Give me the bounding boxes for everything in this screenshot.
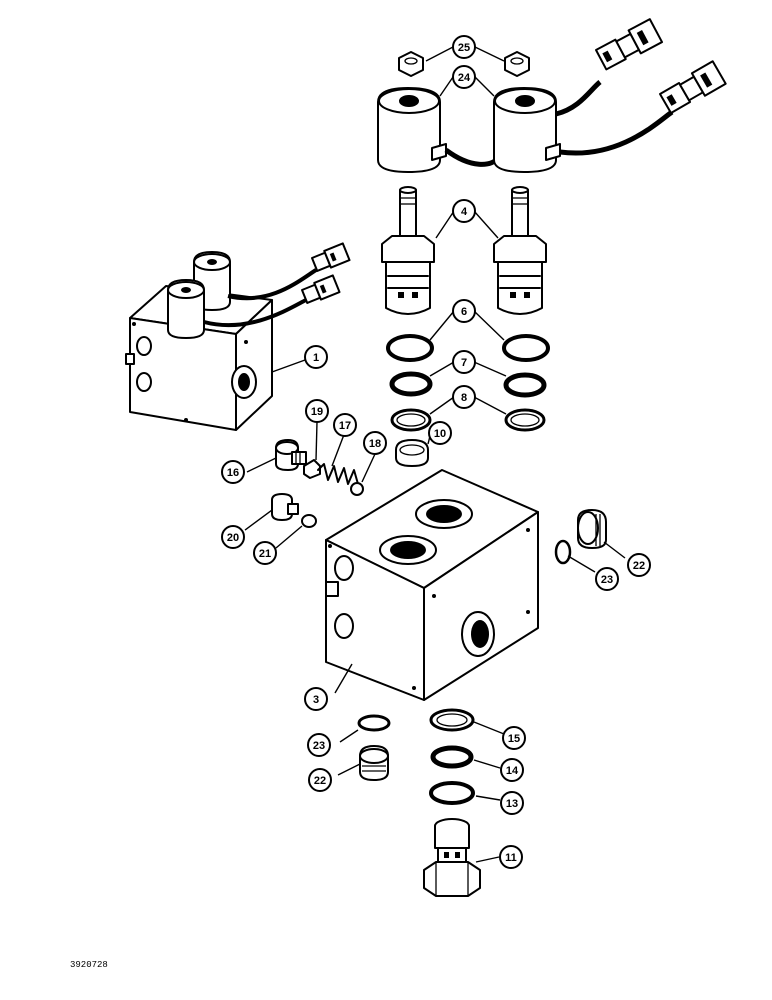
callout-16: 16: [221, 460, 245, 484]
svg-text:22: 22: [633, 560, 645, 572]
svg-text:21: 21: [259, 548, 271, 560]
svg-text:14: 14: [506, 765, 519, 777]
callout-4: 4: [452, 199, 476, 223]
callout-6: 6: [452, 299, 476, 323]
callout-19: 19: [305, 399, 329, 423]
svg-text:11: 11: [505, 852, 517, 864]
callout-8: 8: [452, 385, 476, 409]
part-1-valve-assembly: [125, 242, 351, 431]
callout-21: 21: [253, 541, 277, 565]
part-14-o-ring: [430, 745, 474, 769]
callout-23-right: 23: [595, 567, 619, 591]
part-10-ring: [395, 439, 429, 467]
part-11-cartridge: [423, 818, 481, 897]
part-8-backup-rings: [390, 408, 546, 432]
svg-text:17: 17: [339, 420, 351, 432]
part-7-o-rings: [389, 371, 547, 398]
part-20-plug: [271, 493, 299, 521]
callout-3: 3: [304, 687, 328, 711]
callout-20: 20: [221, 525, 245, 549]
part-18-ball: [350, 482, 364, 496]
svg-text:16: 16: [227, 467, 239, 479]
part-19-poppet: [303, 459, 321, 479]
svg-text:10: 10: [434, 428, 446, 440]
part-23-o-ring-right: [554, 539, 572, 565]
leader-lines: [244, 46, 626, 863]
part-25-nuts: [398, 51, 530, 77]
svg-text:15: 15: [508, 733, 520, 745]
svg-text:18: 18: [369, 438, 381, 450]
svg-text:6: 6: [461, 306, 467, 318]
callout-7: 7: [452, 350, 476, 374]
callout-23-bottom: 23: [307, 733, 331, 757]
part-17-spring: [317, 463, 359, 485]
callout-25: 25: [452, 35, 476, 59]
callout-24: 24: [452, 65, 476, 89]
svg-text:20: 20: [227, 532, 239, 544]
svg-text:1: 1: [313, 352, 319, 364]
svg-text:22: 22: [314, 775, 326, 787]
svg-text:7: 7: [461, 357, 467, 369]
part-16-plug: [275, 439, 307, 471]
callout-1: 1: [304, 345, 328, 369]
svg-text:3: 3: [313, 694, 319, 706]
part-22-plug-right: [577, 509, 607, 549]
svg-text:25: 25: [458, 42, 470, 54]
part-24-solenoid-coils: [377, 18, 727, 173]
callout-17: 17: [333, 413, 357, 437]
figure-id-label: 3920728: [70, 960, 108, 970]
part-4-cartridge-valves: [381, 186, 547, 315]
part-3-manifold-block: [325, 469, 539, 701]
callout-13: 13: [500, 791, 524, 815]
svg-text:8: 8: [461, 392, 467, 404]
part-22-plug-bottom: [359, 745, 389, 781]
callout-18: 18: [363, 431, 387, 455]
svg-text:23: 23: [313, 740, 325, 752]
part-21-o-ring: [301, 514, 317, 528]
callout-22-right: 22: [627, 553, 651, 577]
svg-text:19: 19: [311, 406, 323, 418]
svg-text:4: 4: [461, 206, 468, 218]
callout-14: 14: [500, 758, 524, 782]
part-23-o-ring-bottom: [357, 714, 391, 732]
part-6-o-rings: [386, 334, 550, 362]
callout-15: 15: [502, 726, 526, 750]
part-13-o-ring: [429, 781, 475, 805]
callout-10: 10: [428, 421, 452, 445]
svg-text:13: 13: [506, 798, 518, 810]
callout-11: 11: [499, 845, 523, 869]
part-15-backup-ring: [429, 708, 475, 732]
callout-22-bottom: 22: [308, 768, 332, 792]
svg-text:23: 23: [601, 574, 613, 586]
svg-text:24: 24: [458, 72, 471, 84]
